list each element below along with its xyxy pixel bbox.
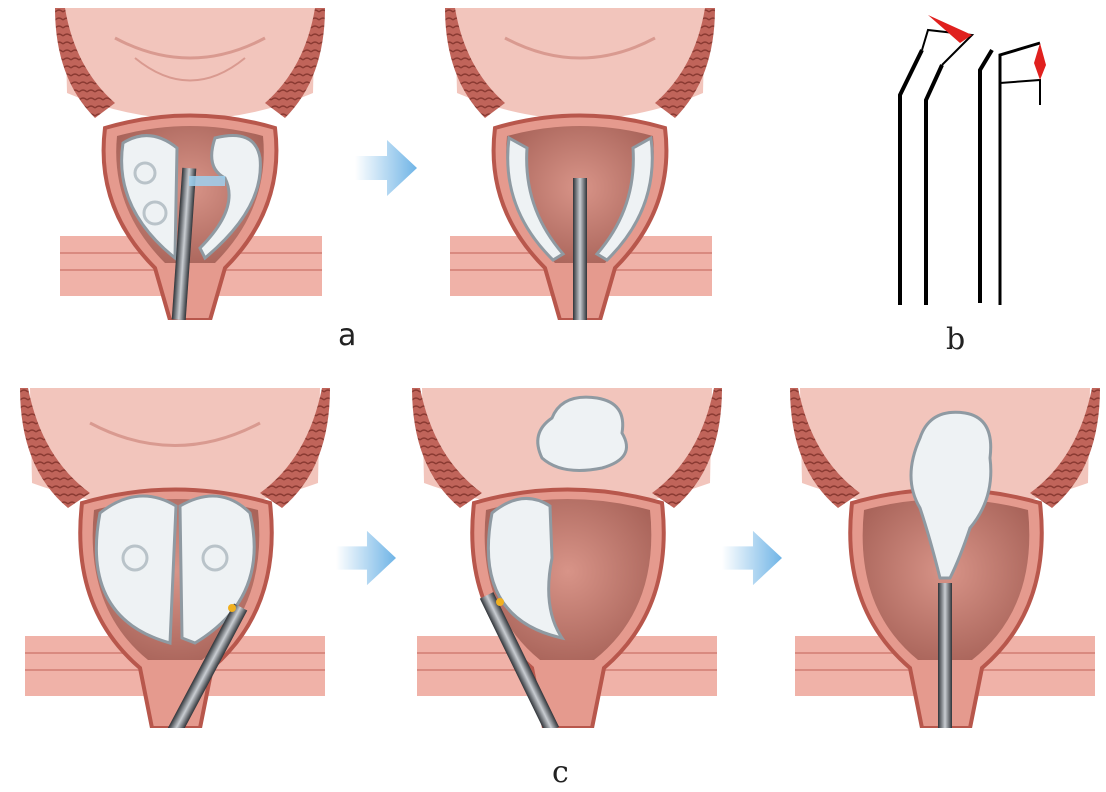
arrow-c1 xyxy=(336,530,396,586)
arrow-c2 xyxy=(722,530,782,586)
loop-electrode-tip-right xyxy=(1034,43,1046,80)
arrow-a xyxy=(355,140,417,196)
panel-b-electrodes xyxy=(880,5,1080,310)
panel-c-step2 xyxy=(412,388,722,728)
panel-c-step1 xyxy=(20,388,330,728)
panel-label-c: c xyxy=(552,755,569,790)
panel-label-a: a xyxy=(338,318,356,353)
panel-a-before xyxy=(55,8,325,320)
panel-c-step3 xyxy=(790,388,1100,728)
panel-label-b: b xyxy=(946,322,965,357)
loop-electrode-tip-left xyxy=(928,15,972,43)
panel-a-after xyxy=(445,8,715,320)
